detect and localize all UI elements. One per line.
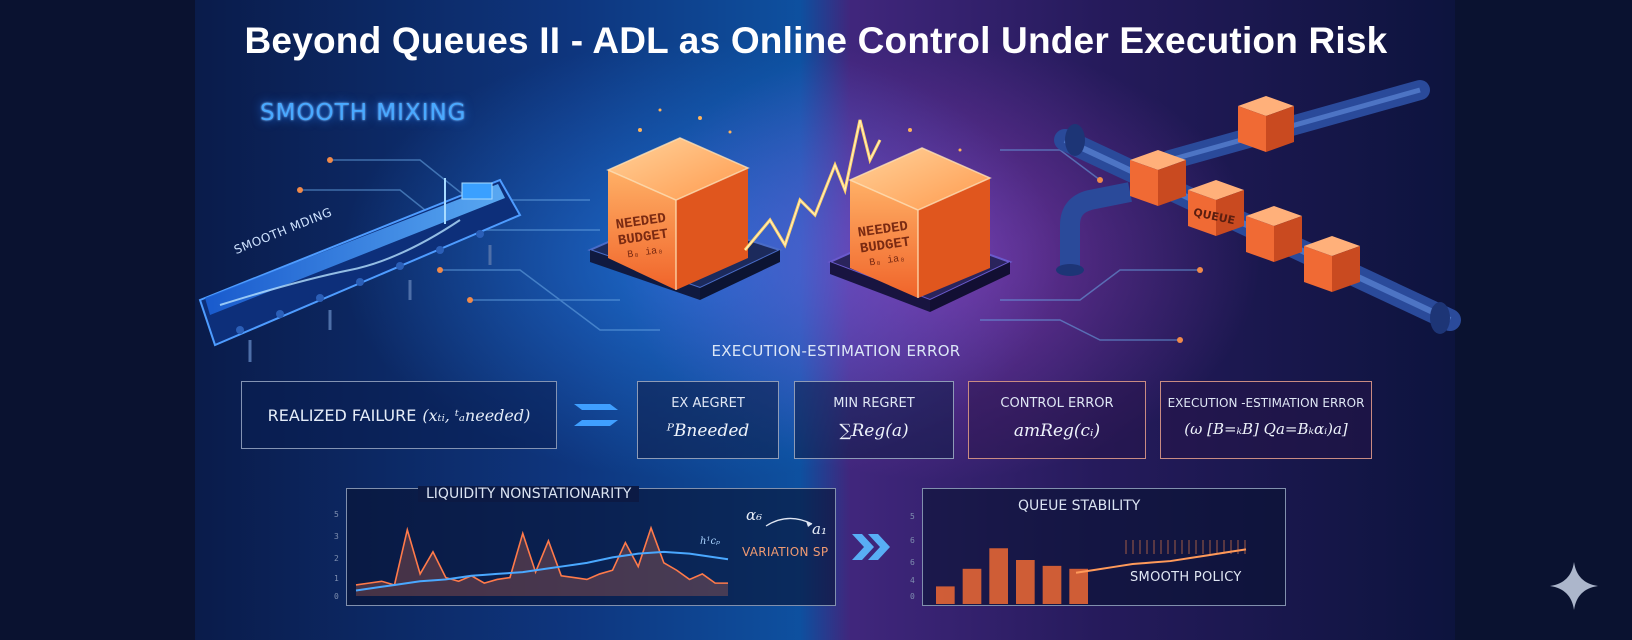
page-title: Beyond Queues II - ADL as Online Control… (244, 20, 1388, 61)
curve-math-label: h¹cₚ (700, 536, 721, 547)
variation-label: VARIATION SP (742, 545, 829, 559)
y-tick: 0 (334, 592, 339, 601)
sparkle-icon (1550, 562, 1598, 610)
realized-failure-math: (xₜᵢ, ᵗₐneeded) (422, 405, 531, 425)
y-tick: 3 (334, 532, 339, 541)
metric-box-min-regret: MIN REGRET ∑Reg(a) (794, 381, 954, 459)
metric-heading: CONTROL ERROR (1000, 396, 1114, 411)
double-chevron-right-icon (852, 534, 890, 560)
y-tick: 6 (910, 536, 915, 545)
metric-heading: MIN REGRET (833, 396, 915, 411)
queue-bar (1042, 565, 1062, 604)
y-tick: 5 (334, 510, 339, 519)
queue-stability-title: QUEUE STABILITY (1018, 498, 1141, 514)
queue-stability-panel (922, 488, 1286, 606)
equivalence-arrow-icon (574, 404, 618, 426)
metric-box-control-error: CONTROL ERROR amReg(cᵢ) (968, 381, 1146, 459)
y-tick: 4 (910, 576, 915, 585)
metric-box-execution-estimation-error: EXECUTION -ESTIMATION ERROR (ω [B=ₖB] Qa… (1160, 381, 1372, 459)
queue-stability-chart (936, 540, 1247, 604)
metric-box-ex-aegret: EX AEGRET ᴾBneeded (637, 381, 779, 459)
smooth-policy-line (1075, 548, 1247, 574)
y-tick: 0 (910, 592, 915, 601)
realized-failure-box: REALIZED FAILURE (xₜᵢ, ᵗₐneeded) (241, 381, 557, 449)
cube-left-label: NEEDED BUDGET B₀ ia₀ (615, 211, 672, 266)
alpha-right-label: a₁ (812, 520, 827, 538)
queue-bar (1069, 568, 1088, 604)
liquidity-chart (355, 525, 729, 596)
metric-formula: ᴾBneeded (666, 421, 750, 441)
metric-heading: EX AEGRET (671, 396, 745, 411)
cube-right-label: NEEDED BUDGET B₀ ia₀ (857, 219, 914, 274)
trend-series-line (355, 550, 729, 592)
queue-bar (1016, 560, 1035, 604)
execution-estimation-error-heading: EXECUTION-ESTIMATION ERROR (711, 342, 961, 360)
metric-formula: amReg(cᵢ) (1013, 421, 1101, 441)
series-area (356, 527, 728, 596)
realized-failure-label: REALIZED FAILURE (267, 405, 417, 425)
smooth-mixing-heading: SMOOTH MIXING (260, 100, 467, 126)
queue-bar (962, 568, 982, 604)
smooth-policy-label: SMOOTH POLICY (1130, 570, 1242, 585)
queue-bar (936, 586, 955, 604)
liquidity-series-line (355, 525, 728, 586)
curved-arrow-icon (765, 517, 813, 527)
alpha-left-label: α₆ (746, 506, 763, 524)
metric-formula: (ω [B=ₖB] Qa=Bₖαᵢ)a] (1184, 420, 1348, 438)
y-tick: 5 (910, 512, 915, 521)
metric-heading: EXECUTION -ESTIMATION ERROR (1167, 396, 1365, 410)
liquidity-panel-title: LIQUIDITY NONSTATIONARITY (418, 486, 640, 502)
y-tick: 6 (910, 558, 915, 567)
metric-formula: ∑Reg(a) (839, 421, 909, 441)
y-tick: 2 (334, 554, 339, 563)
queue-bar (989, 548, 1008, 604)
y-tick: 1 (334, 574, 339, 583)
